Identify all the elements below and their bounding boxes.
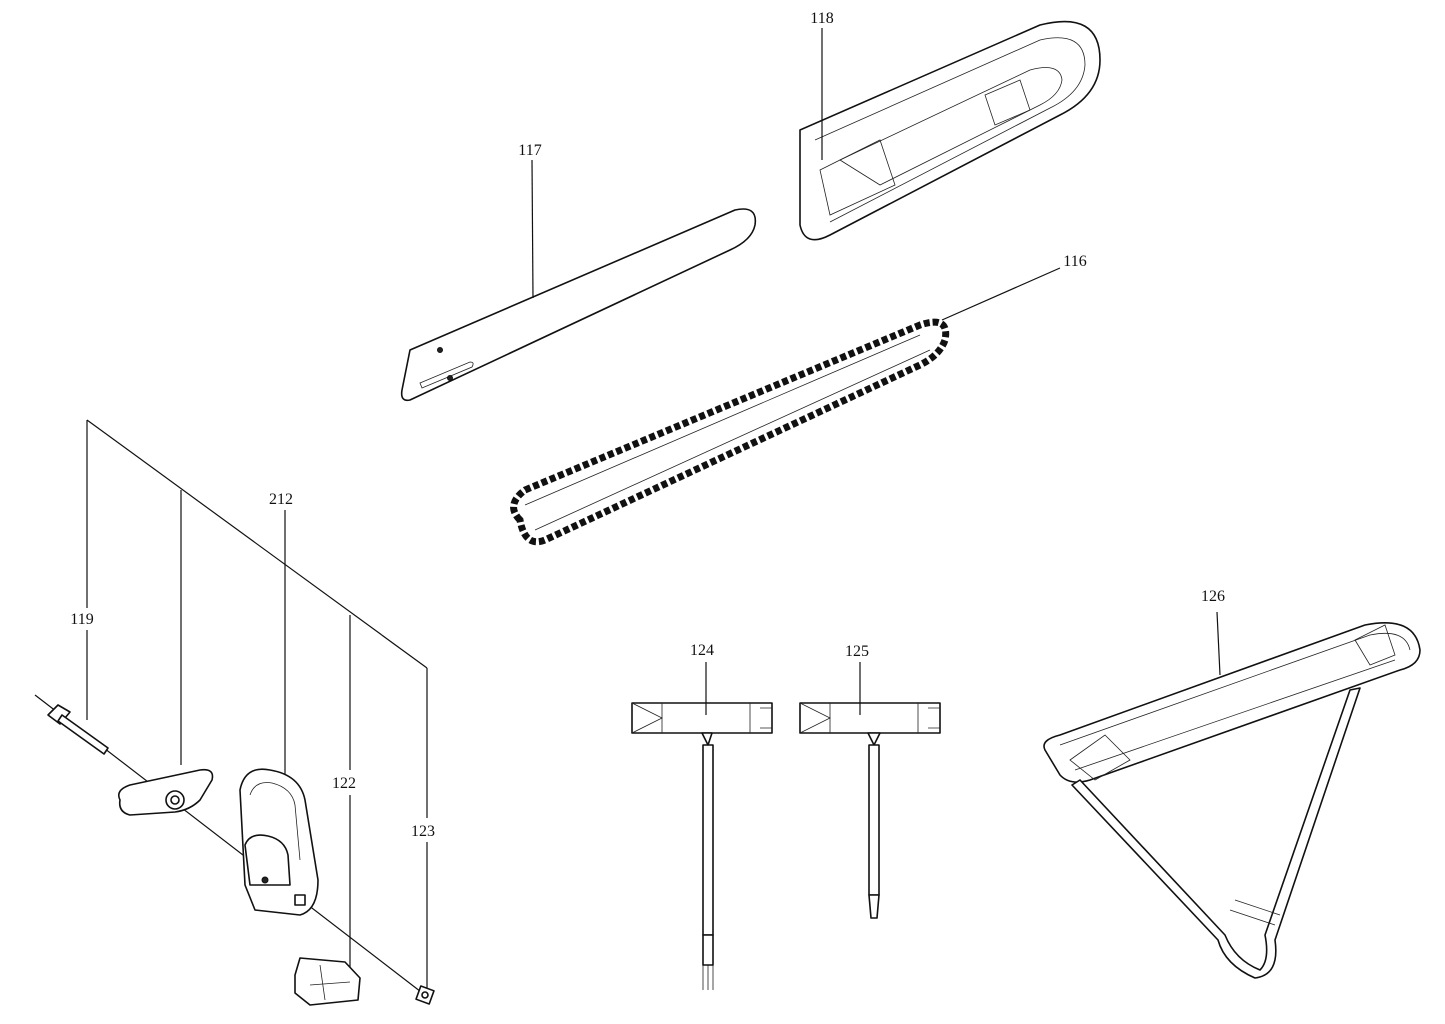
assembly-leader-lines xyxy=(34,419,428,996)
label-116: 116 xyxy=(1063,253,1086,270)
part-knob xyxy=(117,768,214,816)
label-124: 124 xyxy=(690,642,714,659)
label-126: 126 xyxy=(1201,588,1225,605)
leader-line-126 xyxy=(1216,611,1221,676)
part-117-guide-bar xyxy=(400,208,757,402)
part-116-chain xyxy=(510,318,950,546)
leader-line-117 xyxy=(531,159,534,299)
leader-line-116 xyxy=(941,267,1061,321)
part-123-nut xyxy=(415,985,435,1005)
label-117: 117 xyxy=(518,142,541,159)
label-212: 212 xyxy=(269,491,293,508)
part-122-block xyxy=(294,957,361,1006)
label-123: 123 xyxy=(411,823,435,840)
part-125-t-screwdriver xyxy=(799,702,941,919)
part-212-clamp xyxy=(239,768,319,916)
label-119: 119 xyxy=(70,611,93,628)
part-118-bar-cover xyxy=(799,20,1101,241)
label-125: 125 xyxy=(845,643,869,660)
part-126-carry-sheath xyxy=(1043,621,1421,979)
part-124-t-wrench xyxy=(631,702,773,990)
part-119-bolt xyxy=(47,704,109,755)
label-122: 122 xyxy=(332,775,356,792)
label-118: 118 xyxy=(810,10,833,27)
